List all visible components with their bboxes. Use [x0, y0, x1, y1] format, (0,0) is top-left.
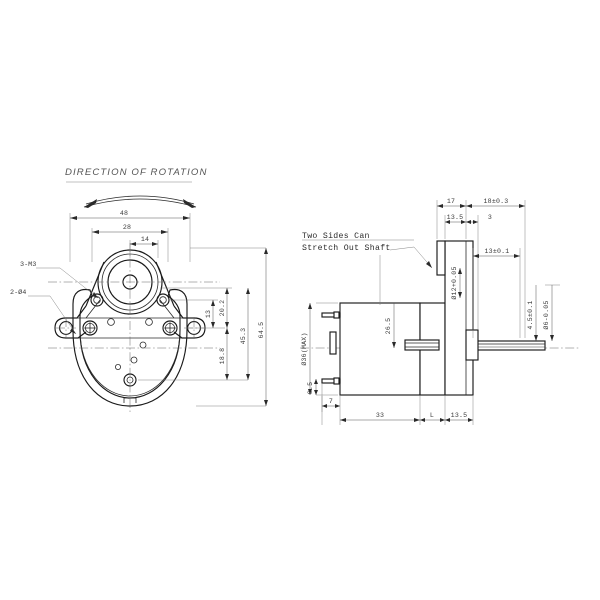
terminal-lower	[321, 378, 341, 384]
dim-7: 7	[329, 398, 333, 405]
body-hole-e	[115, 363, 122, 370]
side-view-geometry	[300, 240, 580, 396]
callout-2-dia4: 2-Ø4	[10, 288, 26, 297]
dim-45-3: 45.3	[240, 328, 247, 345]
side-view-dimensions: 17 18±0.3 13.5 3 13±0.1 Ø12+0.05	[300, 198, 560, 425]
dim-64-5: 64.5	[258, 322, 265, 339]
dim-13-5-bottom: 13.5	[451, 412, 468, 419]
phillips-screw-left	[82, 320, 98, 336]
dim-26-5: 26.5	[385, 318, 392, 335]
dim-0-5: 0.5	[307, 382, 314, 394]
dim-20-2: 20.2	[219, 300, 226, 317]
dim-48: 48	[120, 210, 128, 217]
front-view-dimensions: 48 28 14 13 20.2 18	[10, 210, 268, 407]
phillips-screw-right	[162, 320, 178, 336]
dim-dia6: Ø6-0.05	[542, 300, 550, 329]
shaft-boss	[465, 329, 479, 361]
dim-18-8: 18.8	[219, 348, 226, 365]
housing-flange	[436, 240, 446, 276]
dim-L: L	[430, 412, 434, 419]
dim-13: 13	[205, 310, 212, 318]
dim-3: 3	[488, 214, 492, 221]
dim-4-5: 4.5±0.1	[527, 300, 534, 329]
front-view-geometry	[48, 243, 220, 412]
dim-17: 17	[447, 198, 455, 205]
dim-dia12: Ø12+0.05	[450, 266, 458, 299]
output-shaft	[472, 340, 546, 351]
rotation-arc-arrow	[83, 195, 197, 208]
body-hole-a	[107, 318, 115, 326]
rear-stub-shaft	[404, 339, 440, 351]
dim-18-tol: 18±0.3	[484, 198, 509, 205]
dia4-hole-left	[56, 318, 76, 338]
note-line-2: Stretch Out Shaft	[302, 243, 391, 253]
dim-28: 28	[123, 224, 131, 231]
dim-14: 14	[141, 236, 149, 243]
dim-13-tol: 13±0.1	[485, 248, 510, 255]
gearbox-housing	[444, 240, 474, 396]
body-hole-d	[130, 356, 138, 364]
dim-dia36-max: Ø36(MAX)	[300, 332, 308, 365]
dim-33: 33	[376, 412, 384, 419]
body-hole-c	[139, 341, 147, 349]
note-line-1: Two Sides Can	[302, 231, 370, 241]
motor-side-slot	[329, 331, 337, 355]
callout-3-m3: 3-M3	[20, 261, 36, 269]
dim-13-5-top: 13.5	[447, 214, 464, 221]
body-hole-b	[145, 318, 153, 326]
direction-of-rotation-title: DIRECTION OF ROTATION	[65, 167, 208, 178]
terminal-upper	[321, 312, 341, 318]
